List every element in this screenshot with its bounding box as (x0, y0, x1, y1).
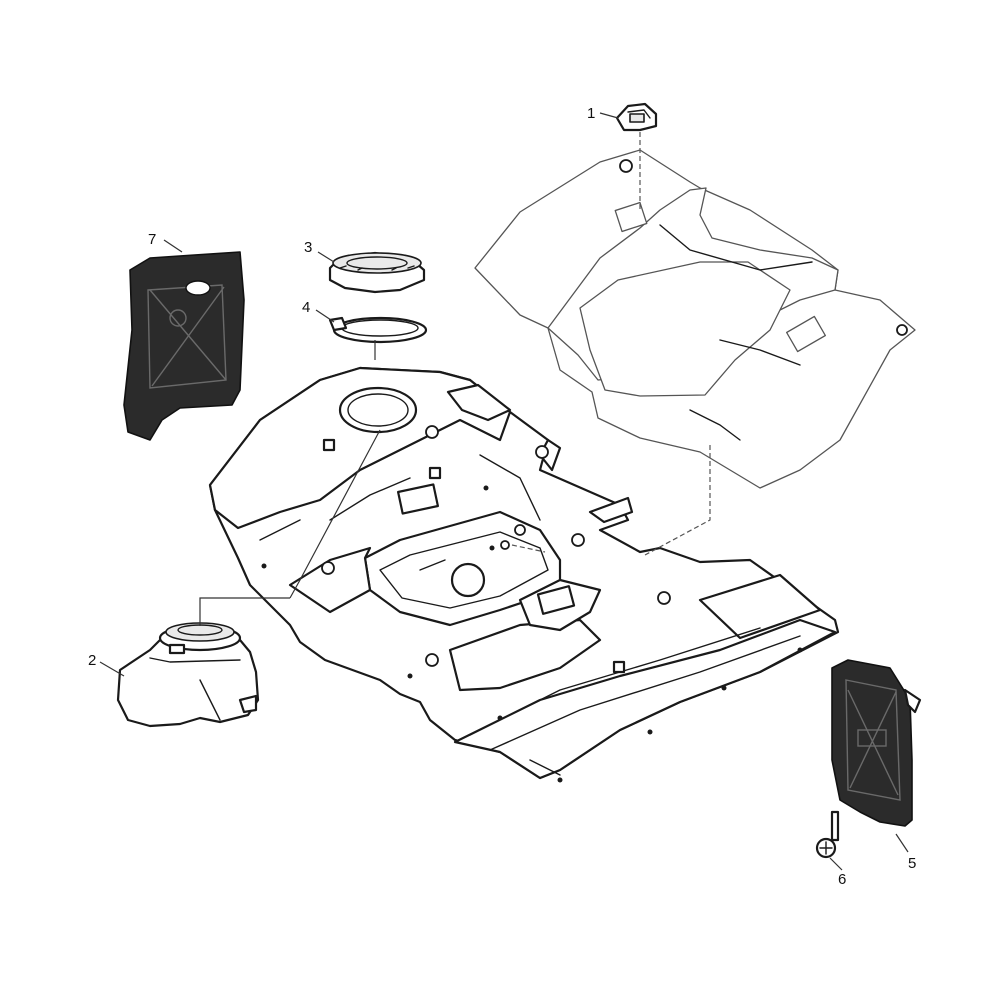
leader-2 (99, 661, 125, 677)
leader-3 (317, 251, 335, 263)
assembly-line-tank-2 (289, 429, 381, 599)
callout-5: 5 (908, 855, 916, 872)
leader-6 (829, 857, 843, 871)
callout-7: 7 (148, 231, 156, 248)
main-floor-panel (208, 366, 840, 783)
upper-body-cover (474, 149, 916, 489)
assembly-line-tank (199, 597, 290, 626)
callout-3: 3 (304, 239, 312, 256)
assembly-line-floor (511, 544, 546, 553)
leader-5 (895, 833, 909, 853)
part-3-filler-cap (328, 251, 426, 294)
part-1-clip (615, 102, 658, 132)
callout-1: 1 (587, 105, 595, 122)
part-6-screw (815, 810, 840, 859)
leader-7 (163, 239, 183, 253)
part-4-ring (328, 316, 428, 344)
assembly-line-cover (644, 445, 711, 556)
part-2-tank (116, 622, 260, 728)
callout-4: 4 (302, 299, 310, 316)
callout-6: 6 (838, 871, 846, 888)
part-7-side-panel (123, 251, 245, 441)
part-5-side-panel (831, 659, 922, 827)
callout-2: 2 (88, 652, 96, 669)
leader-1 (599, 112, 619, 119)
leader-4 (315, 309, 335, 323)
